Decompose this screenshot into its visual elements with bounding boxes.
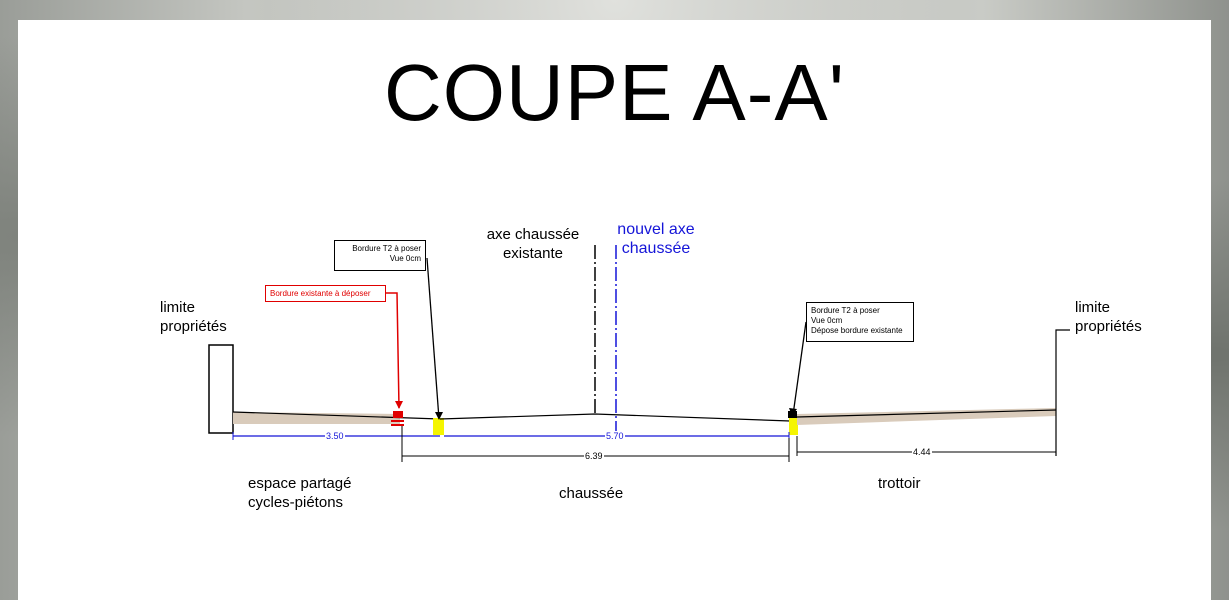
callout-existing-border: Bordure existante à déposer bbox=[265, 285, 386, 302]
existing-border-marker bbox=[393, 411, 403, 418]
label-limite-left-line2: propriétés bbox=[160, 318, 227, 335]
label-existing-axis: axe chaussée existante bbox=[478, 225, 588, 263]
drawing-sheet bbox=[18, 20, 1211, 600]
label-new-axis-line1: nouvel axe bbox=[617, 221, 695, 238]
shared-space-surface bbox=[233, 412, 400, 424]
callout-arrow-right bbox=[789, 408, 797, 416]
page-title: COUPE A-A' bbox=[384, 48, 845, 137]
left-property-wall bbox=[208, 344, 234, 434]
label-limite-right: limite propriétés bbox=[1075, 298, 1142, 336]
callout-arrow-red bbox=[395, 401, 403, 409]
callout-new-border-left-line1: Bordure T2 à poser bbox=[352, 244, 421, 253]
callout-new-border-right-line2: Vue 0cm bbox=[811, 316, 843, 325]
label-limite-left: limite propriétés bbox=[160, 298, 227, 336]
label-limite-left-line1: limite bbox=[160, 299, 196, 316]
callout-leader-red bbox=[385, 292, 400, 409]
dimension-570: 5.70 bbox=[605, 431, 625, 441]
dimension-350: 3.50 bbox=[325, 431, 345, 441]
callout-new-border-left-line2: Vue 0cm bbox=[389, 254, 421, 263]
label-shared-space-line1: espace partagé bbox=[248, 475, 352, 492]
label-limite-right-line2: propriétés bbox=[1075, 318, 1142, 335]
label-limite-right-line1: limite bbox=[1075, 299, 1111, 316]
callout-new-border-left: Bordure T2 à poser Vue 0cm bbox=[334, 240, 426, 271]
carriageway-profile bbox=[439, 413, 791, 422]
callout-new-border-right-line1: Bordure T2 à poser bbox=[811, 306, 880, 315]
callout-new-border-right-line3: Dépose bordure existante bbox=[811, 326, 903, 335]
callout-leader-left bbox=[426, 257, 440, 420]
new-border-left bbox=[433, 418, 444, 435]
right-property-limit bbox=[1055, 329, 1070, 456]
label-shared-space-line2: cycles-piétons bbox=[248, 494, 344, 511]
label-existing-axis-line2: existante bbox=[502, 245, 564, 262]
sidewalk-top-line bbox=[796, 409, 1057, 418]
shared-space-top-line bbox=[232, 411, 441, 420]
new-border-right bbox=[789, 418, 798, 435]
dimension-639: 6.39 bbox=[584, 451, 604, 461]
dimension-444: 4.44 bbox=[912, 447, 932, 457]
label-existing-axis-line1: axe chaussée bbox=[486, 226, 580, 243]
label-sidewalk: trottoir bbox=[878, 475, 921, 492]
callout-new-border-right: Bordure T2 à poser Vue 0cm Dépose bordur… bbox=[806, 302, 914, 342]
callout-arrow-left bbox=[435, 412, 443, 420]
callout-leader-right bbox=[792, 321, 807, 416]
label-new-axis-line2: chaussée bbox=[621, 240, 691, 257]
label-new-axis: nouvel axe chaussée bbox=[610, 220, 702, 258]
label-carriageway: chaussée bbox=[559, 485, 624, 502]
label-shared-space: espace partagé cycles-piétons bbox=[248, 474, 351, 512]
